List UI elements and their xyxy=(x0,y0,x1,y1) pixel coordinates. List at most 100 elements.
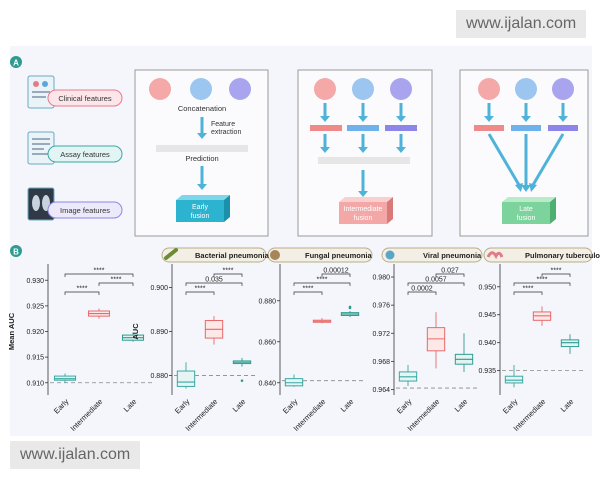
mid-feature-bar xyxy=(318,157,410,164)
significance-label: 0.0002 xyxy=(411,286,433,293)
significance-label: 0.00012 xyxy=(323,268,348,275)
concatenation-label: Concatenation xyxy=(178,104,226,113)
x-tick-label: Early xyxy=(501,397,520,416)
y-tick-label: 0.940 xyxy=(478,340,496,347)
late-arrow-heads xyxy=(484,116,568,192)
mid-input-circle-blue xyxy=(352,78,374,100)
early-arrow-1-head xyxy=(197,133,207,139)
y-tick-label: 0.900 xyxy=(150,285,168,292)
svg-text:Early: Early xyxy=(192,204,208,211)
significance-bracket xyxy=(98,282,134,286)
late-input-circle-blue xyxy=(515,78,537,100)
chart-1: Bacterial pneumoniaAUC0.8800.8900.900Ear… xyxy=(131,251,270,433)
x-tick-label: Early xyxy=(395,397,414,416)
significance-bracket xyxy=(185,291,215,295)
significance-label: **** xyxy=(551,268,562,275)
significance-bracket xyxy=(293,282,351,286)
svg-text:Image features: Image features xyxy=(60,206,110,215)
significance-label: 0.027 xyxy=(441,268,459,275)
mid-arrow-heads xyxy=(320,116,406,197)
chart-3: Viral pneumonia0.9640.9680.9720.9760.980… xyxy=(372,251,482,433)
box-early xyxy=(176,370,196,387)
outlier-point xyxy=(240,379,244,383)
early-input-circle-violet xyxy=(229,78,251,100)
significance-label: **** xyxy=(94,268,105,275)
significance-bracket xyxy=(321,273,351,277)
early-input-circle-red xyxy=(149,78,171,100)
significance-label: 0.0057 xyxy=(425,277,447,284)
x-tick-label: Late xyxy=(339,397,356,414)
chart-title: Fungal pneumonia xyxy=(305,251,372,260)
late-fusion-block: Late fusion xyxy=(502,197,556,224)
box-early xyxy=(504,375,524,384)
mid-arrows xyxy=(323,103,403,192)
late-feature-violet xyxy=(548,125,578,131)
y-tick-label: 0.890 xyxy=(150,329,168,336)
y-tick-label: 0.860 xyxy=(258,339,276,346)
y-tick-label: 0.840 xyxy=(258,380,276,387)
x-tick-label: Early xyxy=(173,397,192,416)
assay-document-icon xyxy=(27,131,55,165)
y-tick-label: 0.915 xyxy=(26,355,44,362)
significance-label: **** xyxy=(303,286,314,293)
feature-label: Feature xyxy=(211,121,235,128)
significance-label: **** xyxy=(537,277,548,284)
significance-bracket xyxy=(64,273,134,277)
box-late xyxy=(560,339,580,348)
panel-a-letter-badge xyxy=(10,56,22,68)
chart-title: Viral pneumonia xyxy=(423,251,482,260)
x-tick-label: Intermediate xyxy=(69,397,105,433)
significance-bracket xyxy=(407,282,465,286)
chart-title: Bacterial pneumonia xyxy=(195,251,270,260)
mid-feature-blue xyxy=(347,125,379,131)
y-tick-label: 0.880 xyxy=(258,298,276,305)
input-label-clinical: Clinical features xyxy=(47,89,123,107)
significance-bracket xyxy=(185,282,243,286)
significance-label: 0.035 xyxy=(205,277,223,284)
x-tick-label: Late xyxy=(559,397,576,414)
watermark-bottom: www.ijalan.com xyxy=(10,441,141,469)
input-label-assay: Assay features xyxy=(47,145,123,163)
significance-bracket xyxy=(513,291,543,295)
x-tick-label: Early xyxy=(52,397,71,416)
mid-feature-violet xyxy=(385,125,417,131)
bacteria-icon xyxy=(164,248,178,260)
significance-bracket xyxy=(293,291,323,295)
outlier-point xyxy=(348,305,352,309)
significance-bracket xyxy=(407,291,437,295)
significance-bracket xyxy=(435,273,465,277)
svg-text:fusion: fusion xyxy=(517,215,536,222)
y-tick-label: 0.920 xyxy=(26,329,44,336)
significance-label: **** xyxy=(195,286,206,293)
panel-b-letter-badge xyxy=(10,245,22,257)
x-tick-label: Late xyxy=(231,397,248,414)
panel-b-letter: B xyxy=(13,248,19,257)
y-tick-label: 0.972 xyxy=(372,331,390,338)
title-pill-tuberculosis xyxy=(483,247,593,263)
late-input-circle-violet xyxy=(552,78,574,100)
late-arrows xyxy=(487,103,565,186)
late-feature-blue xyxy=(511,125,541,131)
virus-icon xyxy=(385,250,395,260)
y-tick-label: 0.968 xyxy=(372,359,390,366)
watermark-top: www.ijalan.com xyxy=(456,10,587,38)
svg-text:fusion: fusion xyxy=(191,213,210,220)
early-fusion-block: Early fusion xyxy=(176,195,230,222)
svg-text:fusion: fusion xyxy=(354,215,373,222)
y-tick-label: 0.945 xyxy=(478,312,496,319)
chart-title: Pulmonary tuberculosis xyxy=(525,251,600,260)
mid-input-circle-violet xyxy=(390,78,412,100)
prediction-label: Prediction xyxy=(185,154,218,163)
y-tick-label: 0.880 xyxy=(150,373,168,380)
svg-text:Intermediate: Intermediate xyxy=(344,206,383,213)
significance-label: **** xyxy=(111,277,122,284)
significance-label: **** xyxy=(317,277,328,284)
svg-text:Clinical features: Clinical features xyxy=(58,94,112,103)
mid-feature-red xyxy=(310,125,342,131)
significance-label: **** xyxy=(223,268,234,275)
title-pill-bacterial xyxy=(161,247,267,263)
y-tick-label: 0.925 xyxy=(26,303,44,310)
chart-2: Fungal pneumonia0.8400.8600.880EarlyInte… xyxy=(258,251,372,433)
